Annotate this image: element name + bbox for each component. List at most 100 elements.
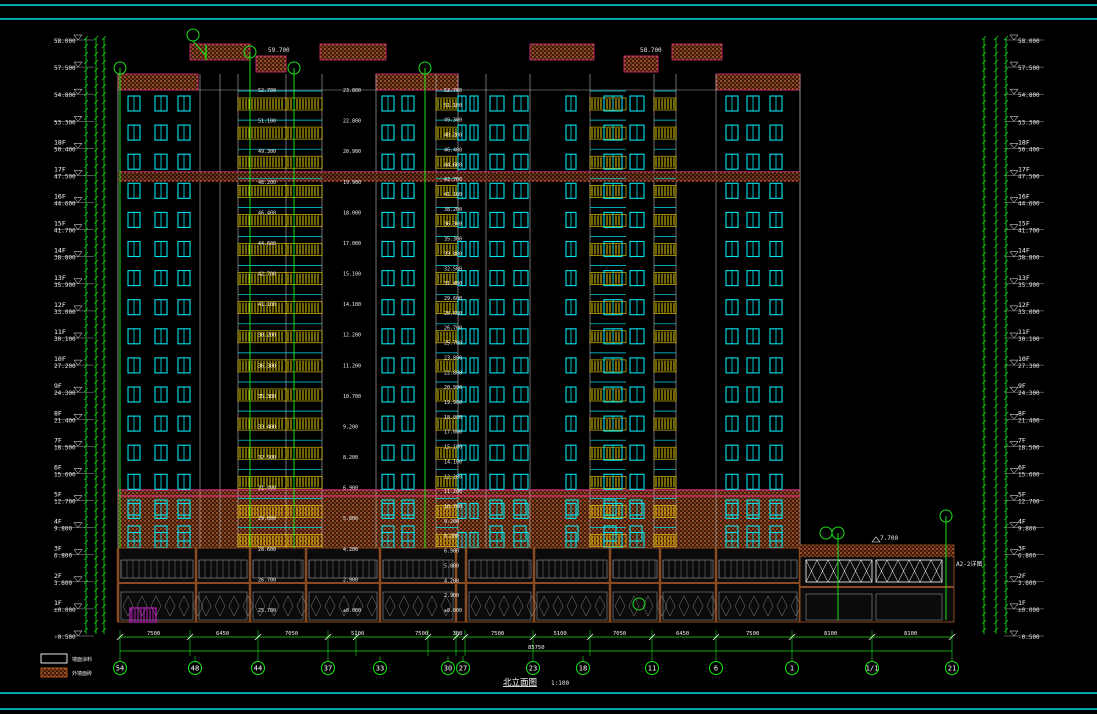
balcony-rail <box>285 272 323 285</box>
window <box>457 386 467 403</box>
dim-tick <box>93 259 99 265</box>
dim-tick <box>981 219 987 225</box>
window <box>154 95 168 112</box>
mid-elevation-tag: 35.300 <box>258 394 276 400</box>
balcony <box>653 265 677 285</box>
dim-tick <box>993 395 999 401</box>
dim-tick <box>83 219 89 225</box>
balcony-rail <box>589 388 627 402</box>
dim-tick <box>1003 387 1009 393</box>
mid-elevation-tag: 48.200 <box>258 180 276 186</box>
bay-dimension: 7050 <box>285 631 298 637</box>
balcony-rail <box>653 301 677 315</box>
balcony <box>285 294 323 315</box>
balcony <box>653 410 677 431</box>
dim-tick <box>1003 395 1009 401</box>
window <box>127 270 141 287</box>
dim-tick <box>101 587 107 593</box>
window <box>513 299 529 316</box>
dim-tick <box>83 195 89 201</box>
dim-tick <box>1003 187 1009 193</box>
dim-tick <box>101 387 107 393</box>
dim-tick <box>83 603 89 609</box>
balcony <box>237 148 287 169</box>
axis-label: 54 <box>116 665 124 673</box>
shopfront <box>120 559 204 621</box>
dim-tick <box>101 179 107 185</box>
elevation-label: 44.600 <box>1018 201 1040 208</box>
dim-tick <box>981 435 987 441</box>
mid-elevation-tag: 5.800 <box>444 563 459 569</box>
door-pattern <box>748 595 760 617</box>
shop-door-frame <box>252 591 304 621</box>
mid-elevation-tag: 23.800 <box>343 88 361 94</box>
dim-tick <box>981 507 987 513</box>
door-pattern <box>440 595 452 617</box>
door-pattern <box>580 595 592 617</box>
shopfront <box>536 559 608 621</box>
dim-tick <box>981 227 987 233</box>
axis-bubble <box>187 660 203 676</box>
leader-line <box>192 40 207 57</box>
window <box>746 299 760 316</box>
dim-tick <box>93 451 99 457</box>
dim-tick <box>93 51 99 57</box>
window <box>565 211 577 228</box>
dim-tick <box>83 59 89 65</box>
dim-tick <box>1003 443 1009 449</box>
dim-tick <box>93 115 99 121</box>
dim-tick <box>93 355 99 361</box>
level-triangle <box>73 116 83 122</box>
window <box>489 525 503 542</box>
dim-tick <box>93 147 99 153</box>
window <box>725 240 739 258</box>
dim-tick <box>1003 331 1009 337</box>
floor-label: 2F <box>54 572 62 580</box>
bay-dimension: 8100 <box>904 631 917 637</box>
balcony-bands <box>237 90 677 547</box>
level-marker: 53.300 <box>54 116 94 126</box>
dim-tick <box>83 475 89 481</box>
door-pattern <box>734 595 746 617</box>
floor-label: 2F <box>1018 572 1026 580</box>
dim-tick <box>93 83 99 89</box>
level-triangle <box>73 414 83 420</box>
window <box>513 525 527 542</box>
dim-tick <box>101 451 107 457</box>
window <box>401 328 415 345</box>
mid-elevation-tag: 28.600 <box>258 547 276 553</box>
door-pattern <box>498 595 510 617</box>
detail-bubble <box>287 61 301 75</box>
balcony <box>653 119 677 140</box>
bay-dimension: 7500 <box>147 631 160 637</box>
dim-tick <box>83 595 89 601</box>
level-marker: 53.300 <box>1004 116 1044 126</box>
dim-tick <box>101 403 107 409</box>
legend-swatch <box>40 667 68 678</box>
dim-tick <box>83 155 89 161</box>
dim-tick <box>1003 555 1009 561</box>
level-triangle <box>1009 441 1019 447</box>
level-triangle <box>73 386 83 393</box>
elevation-label: 35.900 <box>1018 282 1040 289</box>
dim-tick <box>83 179 89 185</box>
elevation-label: -0.500 <box>1018 634 1040 641</box>
dim-tick <box>101 291 107 297</box>
dim-tick <box>101 459 107 465</box>
level-marker: 1F±0.000 <box>54 599 94 614</box>
window <box>457 473 467 490</box>
level-triangle <box>73 549 83 556</box>
window <box>469 270 479 287</box>
dim-tick <box>981 347 987 353</box>
dim-tick <box>93 163 99 169</box>
dim-tick <box>993 419 999 425</box>
axis-label: 37 <box>324 665 332 673</box>
dim-tick <box>1003 475 1009 481</box>
dim-tick <box>712 633 720 641</box>
axis-bubble <box>575 660 591 676</box>
